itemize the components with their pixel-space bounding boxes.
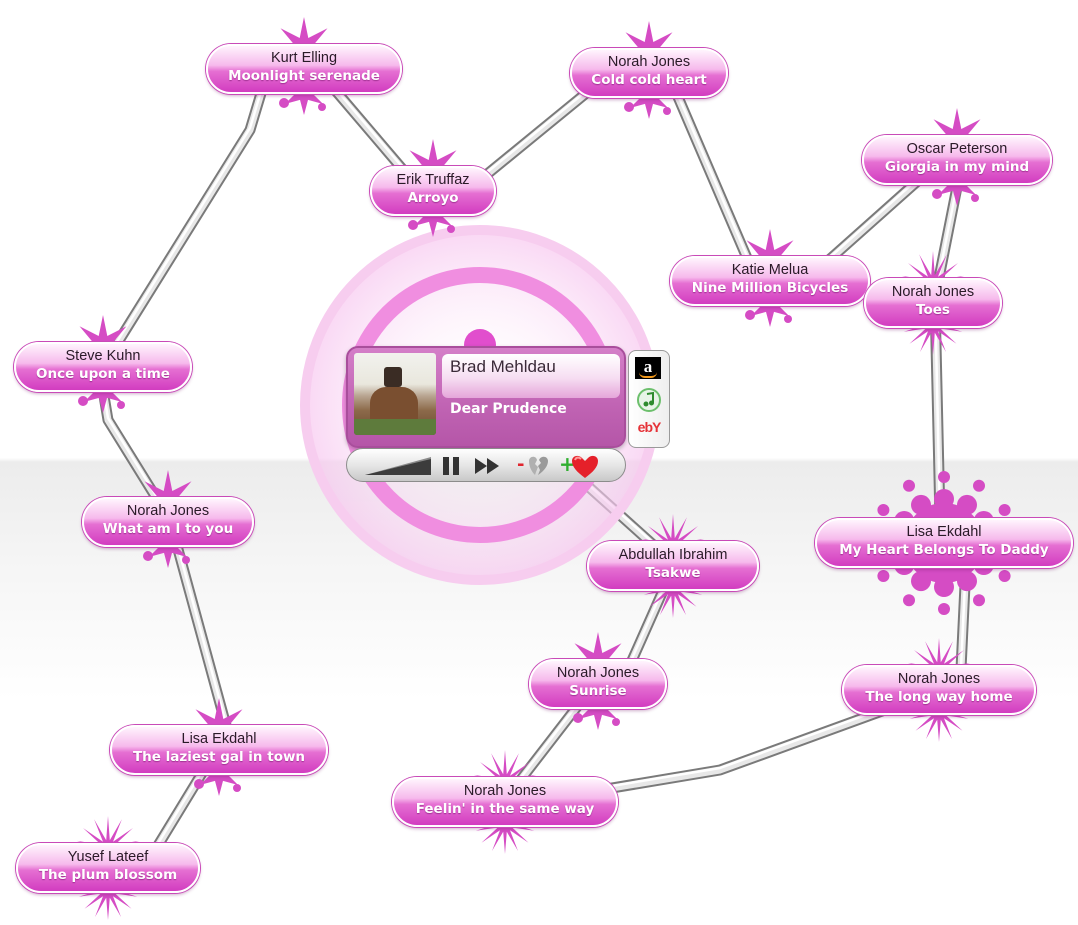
splat-dot [998, 570, 1011, 582]
splat-dot [932, 189, 942, 199]
volume-icon[interactable] [365, 456, 433, 476]
splat-dot [279, 98, 289, 108]
splat-dot [408, 220, 418, 230]
album-art [354, 353, 436, 435]
itunes-icon[interactable] [633, 387, 665, 413]
node-song: Tsakwe [645, 565, 701, 581]
splat-dot [182, 556, 190, 564]
player-controls: - + [346, 448, 626, 482]
node-artist: Steve Kuhn [65, 348, 141, 364]
song-node-norah-jones-toes[interactable]: Norah Jones Toes [864, 278, 1002, 328]
pause-icon[interactable] [441, 457, 461, 475]
splat-dot [877, 504, 890, 516]
splat-dot [624, 102, 634, 112]
now-playing-card[interactable]: Brad Mehldau Dear Prudence [346, 346, 626, 448]
now-playing-player: Brad Mehldau Dear Prudence a ebY [346, 346, 676, 486]
node-song: The long way home [865, 689, 1013, 705]
node-song: Once upon a time [36, 366, 170, 382]
song-node-norah-jones-sunrise[interactable]: Norah Jones Sunrise [529, 659, 667, 709]
node-artist: Oscar Peterson [906, 141, 1008, 157]
amazon-icon[interactable]: a [633, 355, 665, 381]
song-node-oscar-peterson[interactable]: Oscar Peterson Giorgia in my mind [862, 135, 1052, 185]
node-artist: Katie Melua [731, 262, 809, 278]
node-artist: Lisa Ekdahl [181, 731, 257, 747]
node-artist: Erik Truffaz [396, 172, 470, 188]
splat-dot [903, 594, 915, 607]
splat-dot [903, 479, 915, 492]
node-artist: Norah Jones [463, 783, 547, 799]
song-node-norah-jones-long[interactable]: Norah Jones The long way home [842, 665, 1036, 715]
splat-dot [877, 570, 890, 582]
now-playing-song: Dear Prudence [450, 401, 567, 417]
node-song: My Heart Belongs To Daddy [839, 542, 1049, 558]
love-sign: + [559, 452, 576, 476]
splat-dot [143, 551, 153, 561]
song-node-lisa-ekdahl-laziest[interactable]: Lisa Ekdahl The laziest gal in town [110, 725, 328, 775]
song-node-steve-kuhn[interactable]: Steve Kuhn Once upon a time [14, 342, 192, 392]
dislike-sign: - [517, 454, 524, 475]
splat-dot [784, 315, 792, 323]
splat-dot [971, 194, 979, 202]
node-artist: Norah Jones [607, 54, 691, 70]
node-song: Feelin' in the same way [415, 801, 595, 817]
song-node-norah-jones-feelin[interactable]: Norah Jones Feelin' in the same way [392, 777, 618, 827]
node-artist: Lisa Ekdahl [906, 524, 982, 540]
song-node-norah-jones-what[interactable]: Norah Jones What am I to you [82, 497, 254, 547]
song-node-kurt-elling[interactable]: Kurt Elling Moonlight serenade [206, 44, 402, 94]
splat-dot [998, 504, 1011, 516]
splat-dot [194, 779, 204, 789]
node-song: Sunrise [569, 683, 627, 699]
node-artist: Norah Jones [891, 284, 975, 300]
splat-dot [573, 713, 583, 723]
splat-dot [745, 310, 755, 320]
splat-dot [938, 471, 950, 483]
next-icon[interactable] [473, 456, 503, 476]
node-song: Cold cold heart [591, 72, 707, 88]
node-artist: Kurt Elling [270, 50, 338, 66]
splat-dot [663, 107, 671, 115]
splat-dot [938, 603, 950, 615]
song-node-yusef-lateef[interactable]: Yusef Lateef The plum blossom [16, 843, 200, 893]
node-artist: Abdullah Ibrahim [618, 547, 728, 563]
node-song: What am I to you [102, 521, 234, 537]
store-links: a ebY [628, 350, 670, 448]
splat-dot [612, 718, 620, 726]
splat-dot [973, 479, 985, 492]
splat-dot [117, 401, 125, 409]
node-artist: Norah Jones [126, 503, 210, 519]
broken-heart-icon[interactable]: - [517, 453, 551, 479]
node-song: Moonlight serenade [228, 68, 380, 84]
node-song: Giorgia in my mind [884, 159, 1030, 175]
artist-bar [442, 354, 620, 398]
ebay-icon[interactable]: ebY [633, 419, 665, 445]
node-artist: Norah Jones [897, 671, 981, 687]
node-artist: Norah Jones [556, 665, 640, 681]
node-song: Toes [916, 302, 950, 318]
heart-icon[interactable]: + [559, 452, 599, 480]
song-node-norah-jones-cold[interactable]: Norah Jones Cold cold heart [570, 48, 728, 98]
node-song: The plum blossom [38, 867, 178, 883]
node-song: The laziest gal in town [132, 749, 306, 765]
song-node-erik-truffaz[interactable]: Erik Truffaz Arroyo [370, 166, 496, 216]
ebay-label: ebY [637, 419, 662, 435]
splat-dot [318, 103, 326, 111]
song-node-lisa-ekdahl-daddy[interactable]: Lisa Ekdahl My Heart Belongs To Daddy [815, 518, 1073, 568]
now-playing-artist: Brad Mehldau [450, 357, 556, 376]
song-node-abdullah-ibrahim[interactable]: Abdullah Ibrahim Tsakwe [587, 541, 759, 591]
splat-dot [233, 784, 241, 792]
node-artist: Yusef Lateef [67, 849, 149, 865]
splat-dot [447, 225, 455, 233]
node-song: Nine Million Bicycles [691, 280, 849, 296]
node-song: Arroyo [407, 190, 459, 206]
song-node-katie-melua[interactable]: Katie Melua Nine Million Bicycles [670, 256, 870, 306]
splat-dot [973, 594, 985, 607]
splat-dot [78, 396, 88, 406]
